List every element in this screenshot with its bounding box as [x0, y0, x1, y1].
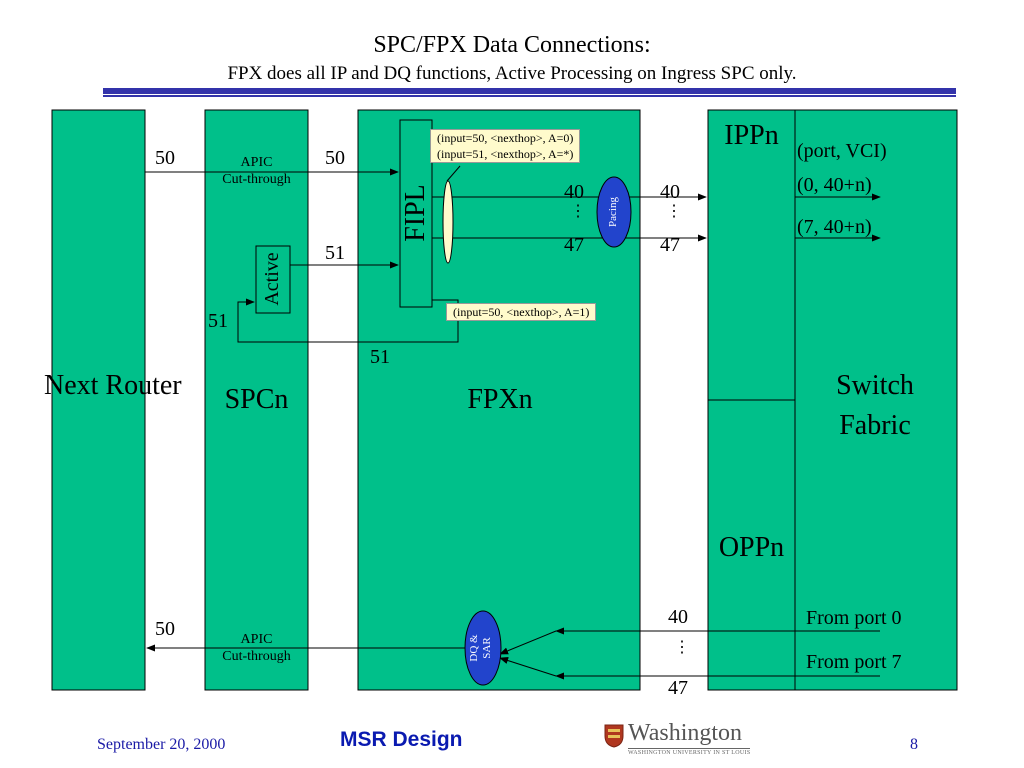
spcn-block	[204, 109, 309, 691]
vc-47-right: 47	[660, 234, 680, 256]
next-router-block	[51, 109, 146, 691]
port-50-spc-top: 50	[325, 147, 345, 169]
vc-40-right: 40	[660, 181, 680, 203]
vc-47-bottom: 47	[668, 677, 688, 699]
footer-date: September 20, 2000	[97, 736, 226, 753]
active-loop-arrow	[237, 298, 459, 343]
active-box	[255, 245, 291, 314]
vc-47-left: 47	[564, 234, 584, 256]
oppn-block	[707, 399, 796, 691]
slide-subtitle: FPX does all IP and DQ functions, Active…	[227, 63, 797, 84]
pacing-label: Pacing	[607, 197, 619, 227]
filter-ellipse	[442, 180, 454, 264]
vci-last-label: (7, 40+n)	[797, 216, 872, 238]
note-callout-line	[446, 165, 461, 182]
oppn-label: OPPn	[718, 532, 785, 563]
footer-brand: MSR Design	[340, 728, 463, 751]
logo-subtitle: WASHINGTON UNIVERSITY IN ST LOUIS	[628, 748, 751, 756]
fpxn-label: FPXn	[467, 384, 533, 415]
filter-note-active: (input=50, <nexthop>, A=1)	[446, 303, 597, 321]
from-port-7-label: From port 7	[806, 651, 902, 673]
vc-dots-left: ⋮	[570, 203, 586, 220]
switch-fabric-label: Switch Fabric	[836, 370, 914, 441]
next-router-label: Next Router	[44, 370, 182, 401]
port-51-loop-left: 51	[208, 310, 228, 332]
port-50-router-bottom: 50	[155, 618, 175, 640]
ippn-block	[707, 109, 796, 401]
title-rule-thin	[103, 95, 956, 97]
port-51-spc-in: 51	[325, 242, 345, 264]
dq-sar-label: DQ &SAR	[468, 634, 493, 662]
ippn-label: IPPn	[724, 120, 779, 151]
logo-wordmark: Washington	[628, 720, 743, 746]
port-vci-label: (port, VCI)	[797, 140, 887, 162]
title-rule-thick	[103, 88, 956, 94]
filter-note-top: (input=50, <nexthop>, A=0)(input=51, <ne…	[430, 129, 581, 163]
port-51-loop-bottom: 51	[370, 346, 390, 368]
page-number: 8	[910, 736, 918, 753]
fipl-label: FIPL	[400, 184, 431, 242]
from-port-0-label: From port 0	[806, 607, 902, 629]
vc-dots-right: ⋮	[666, 203, 682, 220]
arrow-merge-top	[499, 630, 557, 655]
washington-logo: Washington WASHINGTON UNIVERSITY IN ST L…	[604, 720, 780, 762]
slide-title: SPC/FPX Data Connections:	[373, 32, 651, 58]
vc-40-bottom: 40	[668, 606, 688, 628]
fipl-box	[399, 119, 433, 308]
vci-first-label: (0, 40+n)	[797, 174, 872, 196]
pacing-oval	[596, 176, 632, 248]
active-label: Active	[261, 252, 283, 306]
vc-dots-bottom: ⋮	[674, 639, 690, 656]
port-50-router-top: 50	[155, 147, 175, 169]
spcn-label: SPCn	[224, 384, 289, 415]
shield-icon	[604, 724, 624, 748]
vc-40-left: 40	[564, 181, 584, 203]
switch-fabric-block	[794, 109, 958, 691]
arrow-merge-bottom	[499, 657, 557, 677]
